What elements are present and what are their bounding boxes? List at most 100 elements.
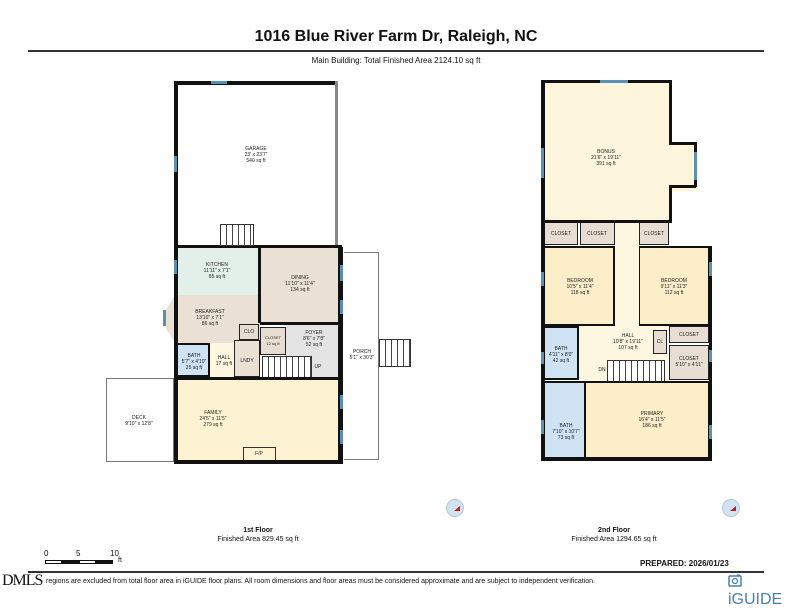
room-name: DECK: [132, 415, 146, 421]
room-name: CLOSET: [550, 231, 572, 237]
room-name: HALL: [621, 333, 635, 339]
room-dims: 11'10" x 11'4": [285, 281, 315, 287]
prepared-date: PREPARED: 2026/01/23: [640, 559, 729, 568]
room-name: CLOSET: [643, 231, 665, 237]
iguide-camera-icon: [728, 574, 742, 587]
label-closet-d: CLOSET: [679, 332, 699, 338]
room-dims: 9'10" x 12'8": [125, 421, 153, 427]
floor-name: 1st Floor: [243, 527, 273, 534]
room-area: 540 sq ft: [246, 158, 266, 164]
room-area: 279 sq ft: [203, 422, 223, 428]
room-area: 86 sq ft: [201, 321, 219, 327]
wall: [541, 220, 672, 223]
room-area: 12 sq ft: [266, 341, 280, 346]
floor-area: Finished Area 829.45 sq ft: [217, 536, 299, 543]
stairs-up: [262, 356, 312, 378]
room-area: 186 sq ft: [642, 423, 662, 429]
label-closet-c: CLOSET: [644, 231, 664, 237]
scale-segment: [45, 560, 62, 564]
room-name: CL: [656, 339, 664, 345]
room-area: 85 sq ft: [208, 274, 226, 280]
room-name: CLO: [243, 329, 255, 335]
room-hall-1f: [210, 343, 234, 377]
room-name: BREAKFAST: [195, 309, 225, 315]
room-area: 134 sq ft: [290, 287, 310, 293]
stairs-down: [607, 360, 665, 382]
room-dims: 5'10" x 4'11": [675, 362, 703, 368]
footer-divider: [28, 571, 764, 573]
room-name: BATH: [187, 353, 201, 359]
room-area: 112 sq ft: [664, 290, 684, 296]
room-name: FAMILY: [204, 410, 222, 416]
label-up: UP: [315, 364, 322, 370]
room-name: BATH: [559, 423, 573, 429]
room-name: UP: [314, 364, 322, 370]
wall: [174, 377, 342, 380]
wall: [669, 142, 696, 145]
room-closet-1f: [260, 327, 286, 355]
label-fp: F/P: [255, 451, 263, 457]
scale-segment: [79, 560, 96, 564]
wall: [174, 245, 342, 248]
wall: [174, 460, 343, 464]
window: [541, 420, 544, 434]
wall: [174, 81, 338, 85]
room-name: GARAGE: [245, 146, 267, 152]
room-name: BATH: [554, 346, 568, 352]
room-area: 73 sq ft: [557, 435, 575, 441]
room-dims: 24'5" x 11'5": [199, 416, 227, 422]
room-bedroom-right: [638, 246, 710, 326]
room-cl: [653, 330, 667, 354]
window: [541, 148, 544, 178]
window: [541, 272, 544, 286]
page-title: 1016 Blue River Farm Dr, Raleigh, NC: [254, 28, 538, 45]
room-area: 391 sq ft: [596, 161, 616, 167]
fireplace: [243, 447, 276, 461]
label-closet-a: CLOSET: [551, 231, 571, 237]
room-area: 17 sq ft: [215, 361, 233, 367]
wall: [335, 81, 338, 247]
room-deck: [106, 378, 174, 462]
scale-unit: ft: [118, 557, 122, 564]
window: [709, 262, 712, 276]
window: [694, 152, 697, 180]
room-area: 42 sq ft: [552, 358, 570, 364]
floor-name: 2nd Floor: [598, 527, 630, 534]
room-name: KITCHEN: [206, 262, 228, 268]
window: [340, 430, 343, 444]
room-porch: [344, 252, 379, 460]
garage-stairs: [220, 224, 254, 246]
room-name: LNDY: [240, 358, 254, 364]
room-name: DINING: [291, 275, 309, 281]
window: [709, 350, 712, 362]
room-clo: [239, 324, 259, 340]
room-name: CLOSET: [678, 356, 699, 362]
window: [163, 310, 166, 326]
window: [174, 156, 177, 172]
window: [600, 80, 628, 83]
room-area: 118 sq ft: [570, 290, 590, 296]
wall: [338, 247, 343, 464]
room-dims: 5'7" x 4'10": [181, 359, 207, 365]
room-lndy: [234, 340, 260, 377]
wall: [669, 185, 672, 223]
wall: [541, 80, 545, 461]
wall: [669, 80, 672, 144]
label-dn: DN: [598, 367, 605, 373]
iguide-brand-text: iGUIDE: [728, 591, 783, 608]
